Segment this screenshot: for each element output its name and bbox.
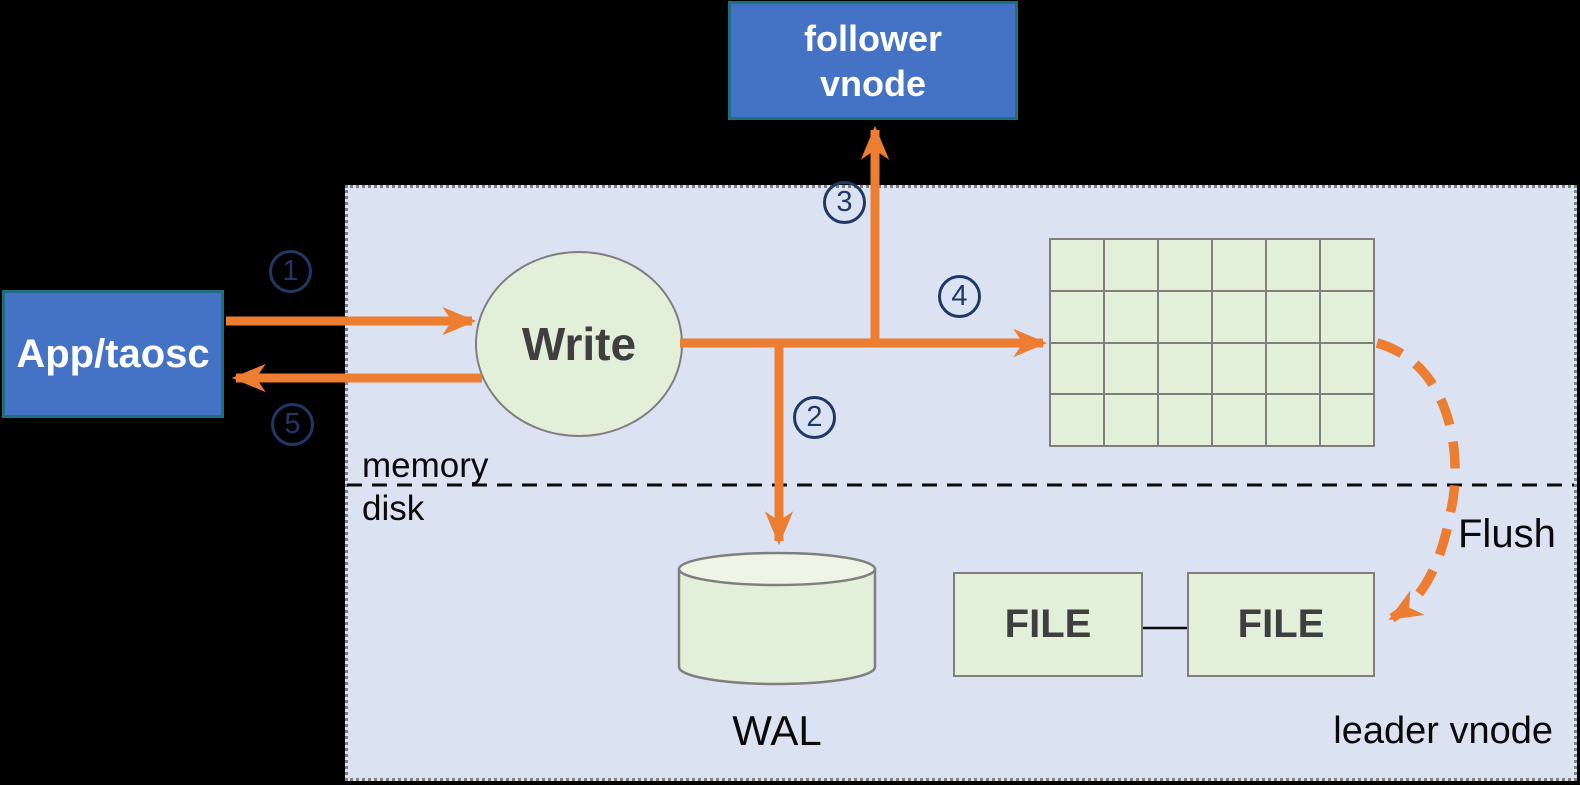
memtable-cell (1051, 395, 1103, 445)
memtable-cell (1051, 343, 1103, 394)
memtable-cell (1159, 395, 1211, 445)
file-left-label: FILE (1004, 602, 1092, 646)
wal-label: WAL (732, 707, 822, 754)
app-taosc-node: App/taosc (2, 290, 224, 418)
memtable-cell (1213, 240, 1265, 290)
leader-vnode-label: leader vnode (1333, 710, 1553, 752)
step-badge-3: 3 (823, 181, 866, 224)
memory-label: memory (362, 446, 489, 485)
memtable-cell (1051, 240, 1103, 290)
follower-vnode-node: follower vnode (728, 1, 1018, 120)
memtable-grid (1049, 238, 1375, 447)
memtable-cell (1267, 291, 1319, 342)
file-node-right: FILE (1187, 572, 1375, 677)
memtable-cell (1321, 395, 1373, 445)
memtable-cell (1213, 291, 1265, 342)
memtable-cell (1267, 395, 1319, 445)
write-circle-node: Write (475, 251, 683, 437)
disk-label: disk (362, 489, 425, 528)
memtable-cell (1105, 240, 1157, 290)
memtable-cell (1159, 240, 1211, 290)
step-badge-1: 1 (269, 250, 312, 293)
memtable-cell (1105, 395, 1157, 445)
wal-cylinder-body (677, 567, 877, 686)
memtable-cell (1267, 343, 1319, 394)
wal-cylinder (677, 551, 877, 686)
wal-cylinder-top (677, 551, 877, 587)
step-badge-2: 2 (793, 396, 836, 439)
file-node-left: FILE (953, 572, 1143, 677)
memtable-cell (1159, 343, 1211, 394)
file-right-label: FILE (1237, 602, 1325, 646)
app-taosc-label: App/taosc (16, 331, 210, 376)
memtable-cell (1321, 240, 1373, 290)
memtable-cell (1159, 291, 1211, 342)
step-badge-5: 5 (271, 403, 314, 446)
memtable-cell (1213, 395, 1265, 445)
step-badge-4: 4 (938, 275, 981, 318)
memtable-cell (1267, 240, 1319, 290)
memtable-cell (1213, 343, 1265, 394)
memtable-cell (1105, 343, 1157, 394)
memtable-cell (1051, 291, 1103, 342)
memtable-cell (1105, 291, 1157, 342)
follower-vnode-label: follower vnode (803, 17, 942, 104)
memtable-cell (1321, 343, 1373, 394)
flush-label: Flush (1458, 512, 1556, 556)
write-label: Write (521, 318, 637, 370)
memtable-cell (1321, 291, 1373, 342)
